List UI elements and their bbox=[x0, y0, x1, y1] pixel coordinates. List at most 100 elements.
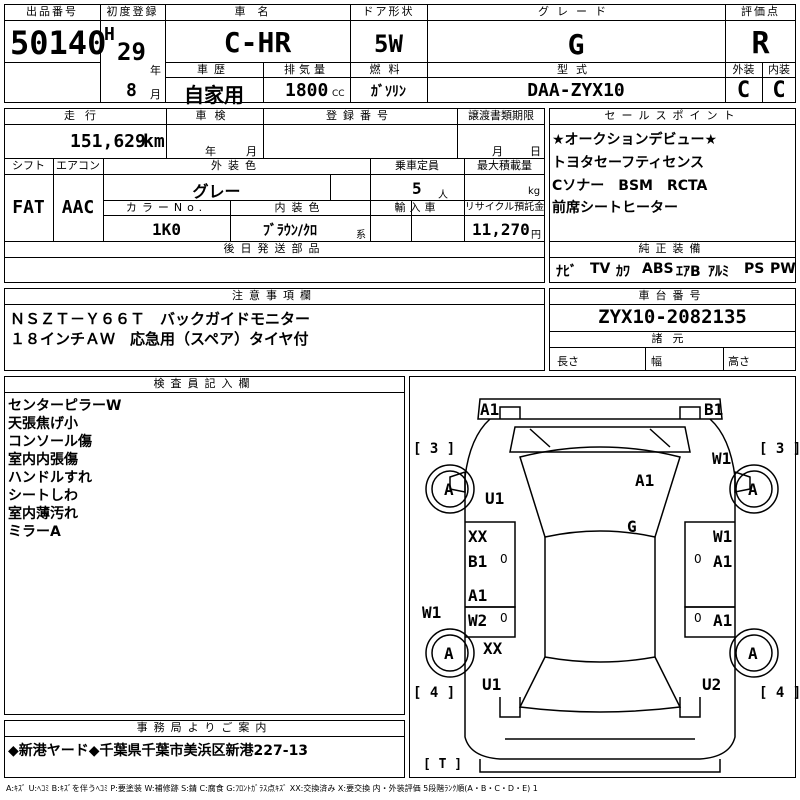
car-name: C-HR bbox=[223, 26, 292, 59]
grade: G bbox=[567, 28, 585, 61]
grade-label: グレード bbox=[538, 5, 614, 18]
tire-rear-left: A bbox=[444, 644, 454, 663]
inspector-line: シートしわ bbox=[8, 488, 78, 504]
pillar-mark-right: 0 bbox=[694, 552, 702, 566]
history: 自家用 bbox=[184, 83, 244, 107]
dmg-fender-left: U1 bbox=[485, 489, 505, 508]
chassis-label: 車台番号 bbox=[638, 289, 707, 302]
inspector-line: 室内薄汚れ bbox=[8, 506, 78, 522]
office-label: 事務局よりご案内 bbox=[136, 721, 273, 734]
equipment-item: ｶﾜ bbox=[616, 264, 630, 280]
history-label: 車歴 bbox=[197, 63, 231, 76]
recycle-label: リサイクル預託金 bbox=[464, 202, 545, 213]
color-no-label: カラーNo. bbox=[125, 201, 208, 214]
lot-no-label: 出品番号 bbox=[26, 5, 78, 18]
import-label: 輸入車 bbox=[394, 201, 440, 214]
inspector-line: 室内内張傷 bbox=[8, 452, 78, 468]
transfer-month-unit: 月 bbox=[492, 145, 503, 158]
shift-label: シフト bbox=[12, 159, 45, 172]
inspection-label: 車検 bbox=[195, 109, 234, 122]
color: グレー bbox=[192, 182, 241, 201]
inspector-line: センターピラーW bbox=[8, 398, 122, 414]
int-label: 内装 bbox=[768, 63, 790, 76]
dmg-windshield: G bbox=[627, 517, 637, 536]
first-reg-label: 初度登録 bbox=[106, 5, 159, 18]
aircon-label: エアコン bbox=[56, 159, 100, 172]
displacement-label: 排気量 bbox=[284, 63, 329, 76]
month-unit: 月 bbox=[150, 88, 161, 101]
recycle: 11,270 bbox=[472, 220, 530, 239]
color-no: 1K0 bbox=[152, 220, 181, 239]
inspector-line: コンソール傷 bbox=[8, 434, 92, 450]
capacity-unit: 人 bbox=[438, 190, 448, 201]
inspector-line: 天張焦げ小 bbox=[8, 416, 78, 432]
displacement: 1800 bbox=[285, 80, 329, 101]
dmg-rear-left: U1 bbox=[482, 675, 502, 694]
chassis-number: ZYX10-2082135 bbox=[598, 306, 747, 328]
box-t: [ T ] bbox=[423, 757, 463, 772]
capacity: 5 bbox=[412, 179, 422, 198]
dmg-door-l1-top: XX bbox=[468, 527, 488, 546]
dmg-hood-right: A1 bbox=[635, 471, 655, 490]
equipment-item: PW bbox=[770, 261, 796, 277]
model-label: 型式 bbox=[557, 63, 595, 76]
sales-line: トヨタセーフティセンス bbox=[552, 155, 705, 171]
box-4-left: [ 4 ] bbox=[413, 685, 456, 701]
dmg-quarter-left: XX bbox=[483, 639, 503, 658]
equipment-item: ｱﾙﾐ bbox=[708, 264, 729, 280]
aircon: AAC bbox=[61, 197, 95, 218]
height-label: 高さ bbox=[728, 355, 750, 368]
pillar-mark-left: 0 bbox=[500, 552, 508, 566]
ext-label: 外装 bbox=[732, 63, 755, 76]
spec-label: 諸元 bbox=[651, 332, 694, 345]
eval-label: 評価点 bbox=[741, 5, 780, 18]
office-text: ◆新港ヤード◆千葉県千葉市美浜区新港227-13 bbox=[8, 743, 309, 759]
year-unit: 年 bbox=[150, 64, 161, 77]
pillar-mark-right-2: 0 bbox=[694, 611, 702, 625]
sales-line: Cソナー BSM RCTA bbox=[552, 178, 708, 194]
max-load-unit: kg bbox=[528, 186, 541, 197]
width-label: 幅 bbox=[651, 355, 662, 368]
sales-label: セールスポイント bbox=[604, 109, 741, 122]
car-outline bbox=[425, 398, 779, 773]
interior-color: ﾌﾞﾗｳﾝ/ｸﾛ bbox=[262, 223, 318, 239]
model: DAA-ZYX10 bbox=[527, 80, 625, 101]
lot-no: 50140 bbox=[10, 24, 107, 62]
transfer-day-unit: 日 bbox=[530, 145, 541, 158]
equipment-item: ﾅﾋﾞ bbox=[556, 264, 577, 280]
tire-front-left: A bbox=[444, 480, 454, 499]
fuel: ｶﾞｿﾘﾝ bbox=[371, 84, 406, 100]
dmg-fender-right: W1 bbox=[712, 449, 732, 468]
name-label: 車名 bbox=[234, 5, 281, 18]
pillar-mark-left-2: 0 bbox=[500, 611, 508, 625]
equipment-item: PS bbox=[744, 261, 765, 277]
dmg-front-left: A1 bbox=[480, 400, 500, 419]
equipment-item: TV bbox=[590, 261, 611, 277]
notes-line: ＮＳＺＴ－Ｙ６６Ｔ バックガイドモニター bbox=[10, 310, 311, 328]
legend: A:ｷｽﾞ U:ﾍｺﾐ B:ｷｽﾞを伴うﾍｺﾐ P:要塗装 W:補修跡 S:錆 … bbox=[6, 784, 538, 793]
equipment-item: ABS bbox=[642, 261, 674, 277]
tire-rear-right: A bbox=[748, 644, 758, 663]
sales-line: ★オークションデビュー★ bbox=[552, 132, 718, 148]
inspector-line: ハンドルすれ bbox=[8, 470, 92, 486]
dmg-front-right: B1 bbox=[704, 400, 724, 419]
recycle-unit: 円 bbox=[531, 230, 541, 241]
dmg-door-r1-top: W1 bbox=[713, 527, 733, 546]
dmg-rocker-left: W1 bbox=[422, 603, 442, 622]
mileage-label: 走行 bbox=[64, 109, 106, 122]
dmg-rear-right: U2 bbox=[702, 675, 722, 694]
max-load-label: 最大積載量 bbox=[477, 159, 532, 172]
dmg-door-l2-top: A1 bbox=[468, 586, 488, 605]
int-grade: C bbox=[772, 78, 786, 103]
insp-month-unit: 月 bbox=[246, 145, 257, 158]
dmg-door-r2: A1 bbox=[713, 611, 733, 630]
box-3-left: [ 3 ] bbox=[413, 441, 456, 457]
year: 29 bbox=[117, 38, 146, 66]
damage-diagram: A1 B1 [ 3 ] [ 3 ] [ 4 ] [ 4 ] [ T ] A A … bbox=[409, 376, 800, 778]
equipment-item: ｴｱB bbox=[676, 264, 701, 280]
reg-no-label: 登録番号 bbox=[326, 109, 394, 122]
mileage: 151,629 bbox=[70, 131, 146, 152]
capacity-label: 乗車定員 bbox=[395, 159, 439, 172]
inspector-line: ミラーA bbox=[8, 524, 61, 540]
insp-year-unit: 年 bbox=[205, 145, 216, 158]
